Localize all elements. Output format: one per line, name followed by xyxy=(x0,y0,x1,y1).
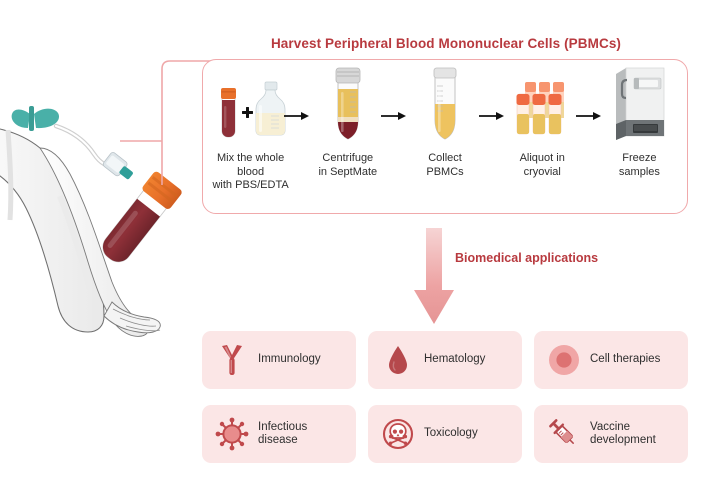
page-title: Harvest Peripheral Blood Mononuclear Cel… xyxy=(270,36,622,51)
septmate-tube-icon xyxy=(335,67,361,140)
connector-top-line xyxy=(161,60,230,185)
workflow-step-collect[interactable]: Collect PBMCs xyxy=(396,59,504,214)
biomedical-applications-caption: Biomedical applications xyxy=(455,251,599,265)
flow-arrow-icon xyxy=(478,112,504,120)
blood-tube-plus-pbs-bottle-icon xyxy=(220,81,285,138)
flow-down-arrow xyxy=(412,228,456,326)
arm-shading xyxy=(5,129,14,221)
workflow-steps: Mix the whole blood with PBS/EDTA xyxy=(202,59,688,214)
flow-arrow-icon xyxy=(575,112,601,120)
step-art-collect xyxy=(396,59,493,144)
workflow-step-label: Aliquot in cryovial xyxy=(519,152,565,178)
blood-draw-illustration xyxy=(0,30,200,340)
application-card-vaccine-development[interactable]: Vaccine development xyxy=(534,405,688,463)
conical-tube-plasma-icon xyxy=(433,67,457,140)
workflow-step-centrifuge[interactable]: Centrifuge in SeptMate xyxy=(299,59,407,214)
workflow-step-mix[interactable]: Mix the whole blood with PBS/EDTA xyxy=(202,59,310,214)
antibody-icon xyxy=(215,342,249,378)
pbs-bottle-icon xyxy=(255,81,285,136)
virus-svg xyxy=(215,417,249,451)
antibody-svg xyxy=(222,345,242,375)
syringe-graduations xyxy=(558,430,564,436)
connector-svg xyxy=(120,60,230,185)
workflow-step-label: Freeze samples xyxy=(618,152,660,178)
step-art-aliquot xyxy=(494,59,591,144)
cryovial-row-front xyxy=(516,93,562,135)
forearm-shading xyxy=(57,194,93,289)
luer-connector xyxy=(102,152,133,180)
arm-svg xyxy=(0,106,182,337)
application-card-infectious-disease[interactable]: Infectious disease xyxy=(202,405,356,463)
cell-svg xyxy=(549,345,579,375)
finger-line-1 xyxy=(125,325,161,332)
freezer-grille-lines xyxy=(634,125,658,131)
connector-bracket xyxy=(120,55,230,185)
blood-drop-icon xyxy=(381,342,415,378)
application-card-toxicology[interactable]: Toxicology xyxy=(368,405,522,463)
big-arrow-icon xyxy=(414,228,454,324)
application-label: Toxicology xyxy=(424,427,478,440)
workflow-step-label: Mix the whole blood with PBS/EDTA xyxy=(212,152,289,191)
application-card-immunology[interactable]: Immunology xyxy=(202,331,356,389)
freezer-icon xyxy=(616,67,665,140)
flow-arrow-icon xyxy=(381,112,407,120)
application-label: Vaccine development xyxy=(590,420,656,447)
application-card-hematology[interactable]: Hematology xyxy=(368,331,522,389)
application-label: Infectious disease xyxy=(258,420,308,447)
application-label: Hematology xyxy=(424,353,486,366)
syringe-icon xyxy=(547,416,581,452)
application-label: Immunology xyxy=(258,353,321,366)
syringe-svg xyxy=(549,419,574,444)
plus-icon xyxy=(241,107,253,118)
tube-graduations xyxy=(349,91,356,113)
step-art-centrifuge xyxy=(299,59,396,144)
flow-arrow-icon xyxy=(284,112,310,120)
step-art-mix xyxy=(202,59,299,144)
applications-grid: Immunology Hematology Cell therapies xyxy=(202,331,688,463)
workflow-step-freeze[interactable]: Freeze samples xyxy=(591,59,688,214)
application-label: Cell therapies xyxy=(590,353,661,366)
finger-line-2 xyxy=(119,317,157,327)
application-card-cell-therapies[interactable]: Cell therapies xyxy=(534,331,688,389)
virus-icon xyxy=(215,416,249,452)
bottle-graduations xyxy=(270,115,279,129)
workflow-step-label: Centrifuge in SeptMate xyxy=(318,152,378,178)
workflow-step-aliquot[interactable]: Aliquot in cryovial xyxy=(494,59,601,214)
tube-cap xyxy=(433,67,457,79)
crossbone-knobs xyxy=(388,434,408,445)
virus-spike-knobs xyxy=(215,417,249,451)
vacutainer-tube xyxy=(102,171,182,263)
cryovial-rack-icon xyxy=(516,82,565,135)
tube-graduations xyxy=(437,85,443,112)
butterfly-needle-icon xyxy=(11,106,60,131)
cell-icon xyxy=(547,342,581,378)
toxicology-svg xyxy=(382,418,414,450)
workflow-step-label: Collect PBMCs xyxy=(426,152,464,178)
blood-drop-svg xyxy=(389,346,407,374)
skull-crossbones-icon xyxy=(381,416,415,452)
step-art-freeze xyxy=(591,59,688,144)
finger-line-3 xyxy=(112,308,151,321)
blood-tube-icon xyxy=(220,88,236,138)
